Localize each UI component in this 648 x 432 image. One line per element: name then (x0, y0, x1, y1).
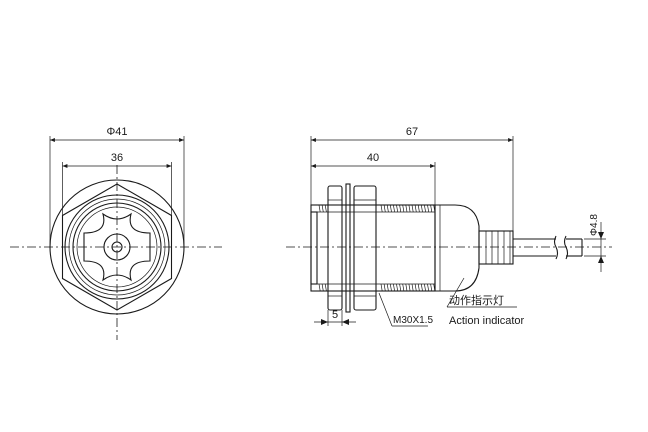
lock-washer (345, 183, 351, 313)
front-view: Φ41 36 (10, 126, 222, 340)
thread-tick (399, 204, 402, 213)
threaded-body (310, 204, 436, 292)
thread-tick (318, 204, 321, 213)
dim-label-hex-width: 36 (111, 152, 123, 164)
thread-tick (389, 204, 392, 213)
front-cross-face (83, 212, 151, 282)
dim-label-nut-thickness: 5 (332, 309, 338, 321)
thread-tick (386, 204, 389, 213)
indicator-label-en: Action indicator (449, 315, 525, 327)
thread-tick (396, 283, 399, 292)
front-window-circle (76, 206, 158, 288)
thread-tick (402, 204, 405, 213)
indicator-label-cn: 动作指示灯 (449, 293, 504, 307)
arrow-48-bottom (598, 256, 604, 263)
front-center-ring (103, 233, 131, 261)
thread-tick (411, 204, 414, 213)
cable-gland-grip (485, 231, 511, 264)
thread-tick (380, 204, 383, 213)
thread-tick (430, 283, 433, 292)
thread-tick (380, 283, 383, 292)
dim-label-body-length: 40 (367, 152, 379, 164)
thread-tick (324, 283, 327, 292)
arrow-5-left (321, 319, 328, 325)
thread-tick (396, 204, 399, 213)
thread-tick (383, 204, 386, 213)
thread-tick (430, 204, 433, 213)
thread-tick (408, 204, 411, 213)
hex-nut-2 (353, 185, 377, 311)
thread-tick (405, 204, 408, 213)
leader-thread (378, 292, 393, 327)
thread-tick (399, 283, 402, 292)
thread-tick (417, 283, 420, 292)
thread-tick (420, 283, 423, 292)
front-face-stub (310, 211, 318, 285)
thread-spec-label: M30X1.5 (393, 315, 433, 326)
thread-tick (427, 204, 430, 213)
front-center-dot (111, 241, 123, 253)
thread-tick (414, 283, 417, 292)
dim-label-cable-diameter: Φ4.8 (589, 214, 600, 236)
thread-tick (389, 283, 392, 292)
dim-label-total-length: 67 (406, 126, 418, 138)
thread-tick (321, 283, 324, 292)
thread-tick (393, 283, 395, 292)
thread-tick (420, 204, 423, 213)
thread-tick (424, 204, 426, 213)
front-hex-nut (61, 183, 173, 311)
hex-nut-1 (327, 185, 343, 311)
leader-indicator (446, 277, 465, 308)
thread-tick (324, 204, 327, 213)
front-body-circle (64, 194, 170, 300)
thread-tick (417, 204, 420, 213)
thread-tick (411, 283, 414, 292)
thread-tick (427, 283, 430, 292)
thread-tick (424, 283, 426, 292)
thread-tick (386, 283, 389, 292)
front-face-circle (72, 202, 162, 292)
arrow-48-top (598, 232, 604, 239)
front-thread-circle (68, 198, 166, 296)
arrow-5-right (342, 319, 349, 325)
side-view: 67 40 Φ4.8 5 M30X1.5 动作指示灯 Action indica… (286, 126, 612, 327)
thread-tick (393, 204, 395, 213)
thread-tick (318, 283, 321, 292)
thread-tick (321, 204, 324, 213)
thread-tick (408, 283, 411, 292)
thread-tick (405, 283, 408, 292)
thread-tick (402, 283, 405, 292)
thread-tick (383, 283, 386, 292)
rear-cap (434, 204, 480, 292)
cable-gland (478, 230, 514, 265)
dim-label-outer-diameter: Φ41 (106, 126, 127, 138)
cable-break-left (553, 235, 559, 260)
thread-tick (414, 204, 417, 213)
